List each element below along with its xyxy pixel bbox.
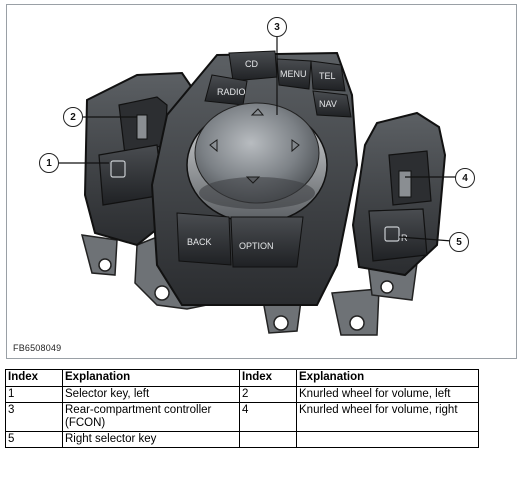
header-index-1: Index: [5, 369, 63, 387]
table-cell: Knurled wheel for volume, left: [296, 386, 479, 403]
right-selector-module: R: [351, 111, 447, 277]
callout-2: 2: [63, 107, 83, 127]
menu-key-label: MENU: [280, 69, 307, 79]
table-cell: [239, 431, 297, 448]
table-header-row: Index Explanation Index Explanation: [5, 369, 479, 387]
table-row: 3 Rear-compartment controller (FCON) 4 K…: [5, 402, 479, 432]
header-explanation-1: Explanation: [62, 369, 240, 387]
table-cell: 2: [239, 386, 297, 403]
table-cell: 3: [5, 402, 63, 432]
figure-code: FB6508049: [13, 343, 62, 353]
controller-illustration: R CD MENU TEL RADIO NAV: [55, 35, 457, 336]
table-cell: Knurled wheel for volume, right: [296, 402, 479, 432]
radio-key-label: RADIO: [217, 87, 246, 97]
table-cell: Rear-compartment controller (FCON): [62, 402, 240, 432]
legend-table: Index Explanation Index Explanation 1 Se…: [5, 369, 479, 448]
nav-key-label: NAV: [319, 99, 337, 109]
table-row: 5 Right selector key: [5, 431, 479, 448]
table-cell: Selector key, left: [62, 386, 240, 403]
cd-key-label: CD: [245, 59, 258, 69]
center-controller-body: CD MENU TEL RADIO NAV BACK OPTION: [150, 50, 359, 306]
table-cell: Right selector key: [62, 431, 240, 448]
header-explanation-2: Explanation: [296, 369, 479, 387]
table-cell: [296, 431, 479, 448]
table-cell: 5: [5, 431, 63, 448]
callout-5: 5: [449, 232, 469, 252]
controller-figure: R CD MENU TEL RADIO NAV: [6, 4, 517, 359]
leader-lines: [55, 35, 457, 242]
table-cell: 4: [239, 402, 297, 432]
callout-4: 4: [455, 168, 475, 188]
option-key-label: OPTION: [239, 241, 274, 251]
tel-key-label: TEL: [319, 71, 336, 81]
back-key-label: BACK: [187, 237, 212, 247]
table-cell: 1: [5, 386, 63, 403]
callout-3: 3: [267, 17, 287, 37]
callout-1: 1: [39, 153, 59, 173]
table-row: 1 Selector key, left 2 Knurled wheel for…: [5, 386, 479, 403]
header-index-2: Index: [239, 369, 297, 387]
